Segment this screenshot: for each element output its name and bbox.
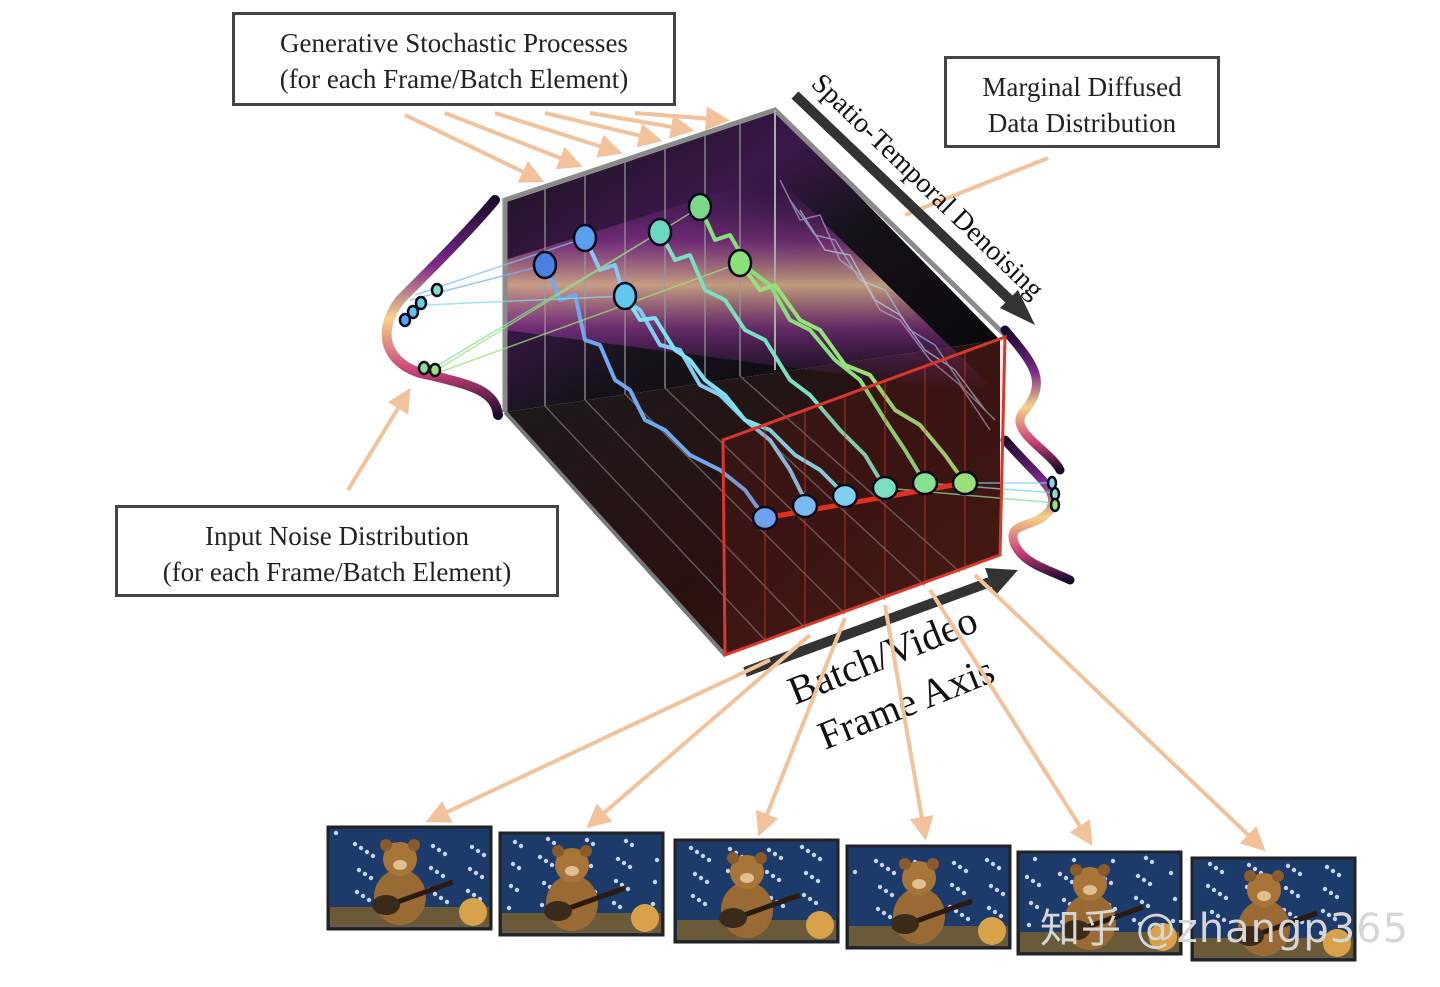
frame-6	[1190, 856, 1357, 962]
generative-label-line1: Generative Stochastic Processes	[280, 28, 628, 58]
output-frames	[326, 825, 1357, 962]
watermark-cjk: 知乎	[1040, 906, 1122, 952]
start-nodes	[532, 192, 753, 311]
input-noise-curve	[381, 195, 503, 420]
marginal-label-line2: Data Distribution	[987, 108, 1177, 138]
noise-sample-dots	[398, 282, 444, 378]
marginal-curve-upper	[1000, 325, 1065, 475]
stochastic-paths	[409, 179, 996, 520]
watermark-handle: @zhangp365	[1135, 906, 1410, 952]
watermark: 知乎 @zhangp365	[1040, 896, 1409, 954]
marginal-sample-dots	[1046, 475, 1061, 513]
end-nodes	[751, 470, 979, 531]
marginal-label-line1: Marginal Diffused	[982, 72, 1182, 102]
frame-3	[673, 838, 840, 944]
spatio-temporal-arrow	[791, 91, 1035, 325]
top-arrows	[404, 106, 730, 183]
input-arrow	[346, 387, 411, 492]
marginal-curve-lower	[1000, 435, 1075, 585]
marginal-arrow	[904, 156, 1049, 217]
input-noise-box: Input Noise Distribution (for each Frame…	[115, 505, 559, 597]
frame-arrows	[425, 573, 1266, 852]
frame-1	[326, 825, 493, 931]
frame-4	[845, 844, 1012, 950]
generative-processes-box: Generative Stochastic Processes (for eac…	[232, 12, 676, 106]
generative-label-line2: (for each Frame/Batch Element)	[279, 64, 629, 94]
spacetime-box	[502, 107, 1007, 657]
input-label-line2: (for each Frame/Batch Element)	[162, 557, 512, 587]
input-label-line1: Input Noise Distribution	[205, 521, 469, 551]
frame-5	[1016, 850, 1183, 956]
marginal-distribution-box: Marginal Diffused Data Distribution	[944, 56, 1220, 148]
frame-2	[498, 831, 665, 937]
